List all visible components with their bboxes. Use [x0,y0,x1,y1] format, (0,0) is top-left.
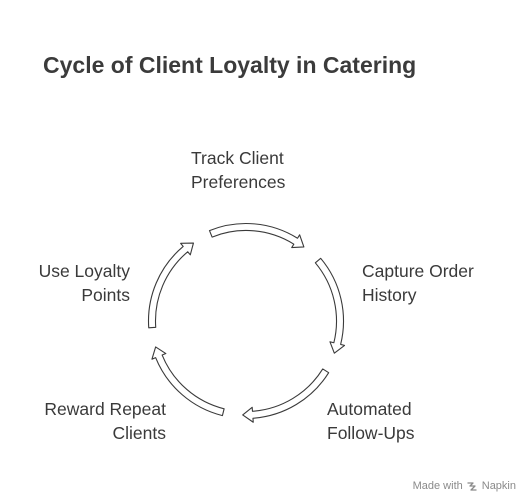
step-use-loyalty-points: Use Loyalty Points [39,259,130,307]
arrow-capture-to-auto [314,257,346,354]
step-track-client-preferences: Track Client Preferences [191,146,285,194]
step-label-line: Preferences [191,172,286,192]
napkin-brand-text: Napkin [481,480,516,492]
arrow-track-to-capture [208,222,305,249]
step-reward-repeat-clients: Reward Repeat Clients [44,397,166,445]
step-label-line: Follow-Ups [327,423,415,443]
step-label-line: Track Client [191,148,284,168]
step-label-line: History [362,285,417,305]
made-with-text: Made with [412,480,463,492]
made-with-napkin-badge[interactable]: Made with Napkin [413,480,516,492]
step-label-line: Reward Repeat [44,399,166,419]
step-automated-follow-ups: Automated Follow-Ups [327,397,415,445]
step-label-line: Points [81,285,130,305]
napkin-logo-icon [467,481,477,491]
step-label-line: Use Loyalty [38,261,130,281]
arrow-use-to-track [147,242,194,329]
step-capture-order-history: Capture Order History [362,259,474,307]
step-label-line: Automated [327,399,412,419]
step-label-line: Clients [112,423,167,443]
arrow-reward-to-use [151,346,225,417]
step-label-line: Capture Order [362,261,474,281]
arrow-auto-to-reward [242,368,330,423]
diagram-title: Cycle of Client Loyalty in Catering [43,52,417,78]
